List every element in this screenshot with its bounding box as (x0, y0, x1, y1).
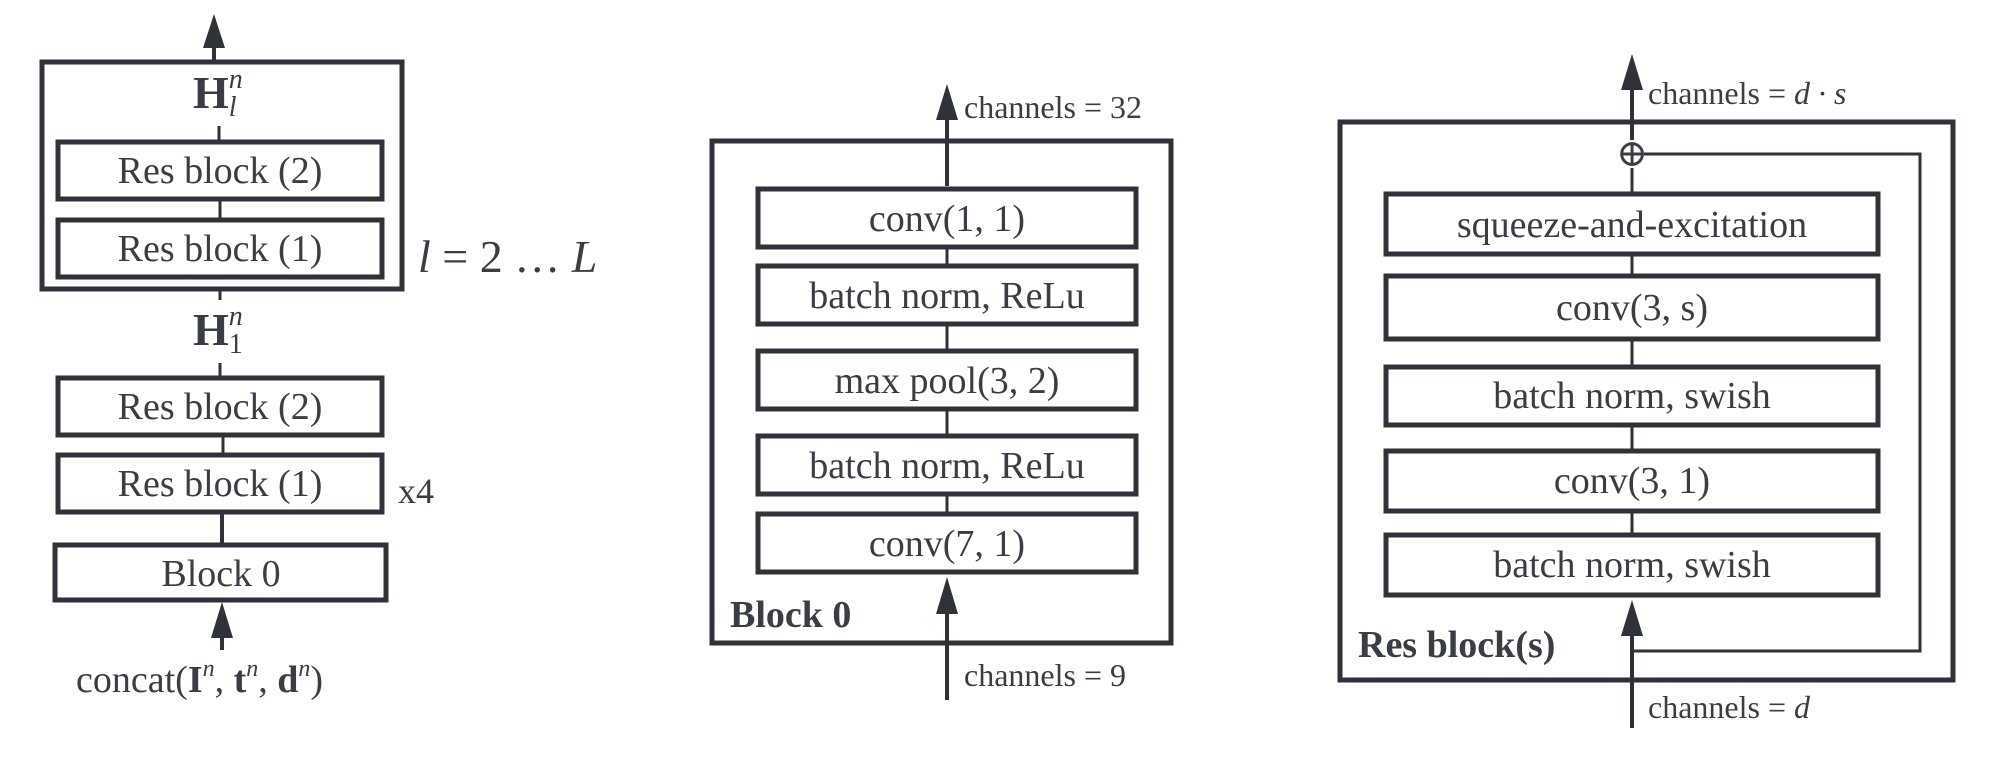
res-block-2-repeat (55, 139, 385, 202)
repeat-group-frame (39, 59, 405, 292)
input-label: concat(In, tn, dn) (76, 656, 323, 701)
input-arrow-head (211, 602, 233, 638)
res-block-2 (55, 375, 385, 438)
res-block-1-repeat (55, 217, 385, 280)
block0-layer-bn-relu-bottom-label: batch norm, ReLu (809, 445, 1084, 487)
output-arrow-head (203, 14, 225, 48)
resblock-title: Res block(s) (1358, 624, 1555, 666)
block0-layer-max-pool-label: max pool(3, 2) (835, 360, 1060, 402)
block0-output-channels: channels = 32 (964, 89, 1142, 125)
res-block-2-repeat-label: Res block (2) (118, 150, 323, 192)
resblock-layer-conv-3-1-label: conv(3, 1) (1554, 460, 1710, 502)
resblock-layer-se (1383, 191, 1881, 257)
block0-layer-conv-7-1 (755, 511, 1139, 575)
resblock-layer-conv-3-s-label: conv(3, s) (1556, 287, 1708, 329)
block-0 (52, 542, 389, 603)
block0-layer-conv-1-1-label: conv(1, 1) (869, 198, 1025, 240)
block0-layer-bn-relu-top-label: batch norm, ReLu (809, 275, 1084, 317)
res-block-2-label: Res block (2) (118, 386, 323, 428)
block0-layer-bn-relu-top (755, 263, 1139, 327)
resblock-frame (1337, 119, 1956, 683)
repeat-count-label: x4 (398, 471, 434, 511)
block0-title: Block 0 (730, 594, 851, 636)
block0-frame (709, 138, 1174, 646)
block0-layer-conv-1-1 (755, 186, 1139, 250)
skip-connection (1632, 152, 1922, 653)
block0-layer-conv-7-1-label: conv(7, 1) (869, 523, 1025, 565)
resblock-input-arrow-head (1621, 600, 1643, 636)
res-block-1-label: Res block (1) (118, 463, 323, 505)
repeat-range-label: l = 2 … L (418, 231, 597, 282)
resblock-layer-bn-swish-bottom (1383, 532, 1881, 598)
res-block-1-repeat-label: Res block (1) (118, 228, 323, 270)
block0-layer-max-pool (755, 348, 1139, 412)
resblock-output-arrow-head (1621, 54, 1643, 90)
resblock-layer-bn-swish-top-label: batch norm, swish (1493, 375, 1771, 417)
block0-input-arrow-head (936, 577, 958, 614)
block0-input-channels: channels = 9 (964, 657, 1126, 693)
resblock-layer-bn-swish-top (1383, 364, 1881, 428)
resblock-detail: channels = d · s ⊕ squeeze-and-excitatio… (1337, 54, 1956, 728)
block-0-label: Block 0 (161, 553, 280, 595)
block0-detail: channels = 32 conv(1, 1) batch norm, ReL… (709, 84, 1174, 700)
resblock-layer-se-label: squeeze-and-excitation (1457, 204, 1807, 246)
block0-output-arrow-head (936, 84, 958, 120)
resblock-input-channels: channels = d (1648, 689, 1811, 725)
resblock-layer-bn-swish-bottom-label: batch norm, swish (1493, 544, 1771, 586)
resblock-output-channels: channels = d · s (1648, 75, 1846, 111)
